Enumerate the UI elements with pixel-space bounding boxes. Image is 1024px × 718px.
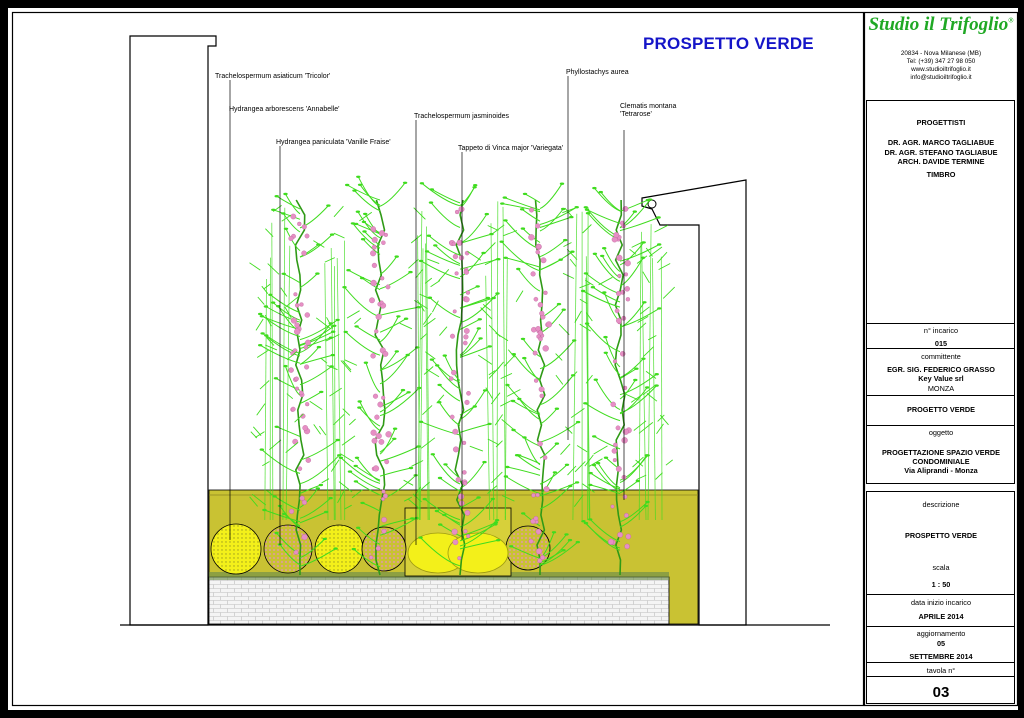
data-inizio-label: data inizio incarico [910, 598, 972, 607]
bamboo-plants [249, 201, 676, 521]
oggetto-block: PROGETTAZIONE SPAZIO VERDE CONDOMINIALE … [867, 448, 1015, 475]
designer-1: DR. AGR. MARCO TAGLIABUE [887, 138, 995, 147]
progetto-label: PROGETTO VERDE [907, 405, 975, 414]
brick-planter [208, 576, 670, 625]
studio-email: info@studioiltrifoglio.it [910, 74, 972, 81]
title-block-grid [866, 100, 1015, 704]
plant-label-vinca: Tappeto di Vinca major 'Variegata' [458, 145, 564, 152]
committente-company: Key Value srl [918, 374, 964, 383]
studio-web: www.studioiltrifoglio.it [911, 66, 971, 73]
bamboo-clump [399, 207, 450, 521]
aggiornamento-day: 05 [936, 639, 946, 648]
studio-address-block: 20834 - Nova Milanese (MB) Tel: (+39) 34… [865, 50, 1017, 82]
bamboo-clump [467, 201, 524, 521]
tavola-value: 03 [932, 684, 950, 701]
bamboo-clump [624, 224, 676, 521]
scala-value: 1 : 50 [931, 580, 951, 589]
bamboo-clump [309, 205, 373, 521]
title-block-frame [863, 11, 1019, 707]
progettisti-label: PROGETTISTI [916, 118, 966, 127]
registered-mark: ® [1008, 16, 1014, 25]
committente-city: MONZA [927, 384, 955, 393]
shrubs [210, 523, 551, 575]
aggiornamento-label: aggiornamento [916, 629, 966, 638]
designer-2: DR. AGR. STEFANO TAGLIABUE [884, 147, 998, 157]
incarico-label: n° incarico [923, 326, 959, 335]
tavola-label: tavola n° [926, 666, 956, 675]
oggetto-line-1: PROGETTAZIONE SPAZIO VERDE [881, 448, 1001, 457]
plant-label-trachelospermum-asiaticum: Trachelospermum asiaticum 'Tricolor' [215, 73, 331, 80]
studio-address: 20834 - Nova Milanese (MB) [900, 50, 982, 57]
committente-name: EGR. SIG. FEDERICO GRASSO [887, 365, 995, 374]
incarico-value: 015 [934, 339, 948, 348]
aggiornamento-value: SETTEMBRE 2014 [909, 652, 973, 661]
descrizione-value: PROSPETTO VERDE [904, 531, 978, 540]
bamboo-clump [555, 207, 613, 521]
descrizione-label: descrizione [922, 500, 960, 509]
studio-phone: Tel: (+39) 347 27 98 050 [906, 58, 976, 65]
timbro-label: TIMBRO [926, 170, 956, 179]
oggetto-line-2: CONDOMINIALE [912, 457, 970, 466]
designers-list: DR. AGR. MARCO TAGLIABUE DR. AGR. STEFAN… [867, 138, 1015, 167]
climbing-plants [258, 175, 662, 576]
climbing-plant [338, 175, 422, 576]
studio-name: Studio il Trifoglio [868, 14, 1009, 35]
studio-logo-clover: Studio il Trifoglio® [865, 14, 1017, 36]
plant-label-hydrangea-vanille: Hydrangea paniculata 'Vanille Fraise' [276, 139, 391, 146]
bamboo-clump [249, 205, 304, 521]
plant-label-hydrangea-annabelle: Hydrangea arborescens 'Annabelle' [229, 106, 340, 113]
oggetto-line-3: Via Aliprandi - Monza [904, 466, 978, 475]
scala-label: scala [932, 563, 950, 572]
left-wall [129, 35, 217, 626]
page-title: PROSPETTO VERDE [643, 34, 814, 53]
climbing-plant [499, 182, 581, 576]
leader-lines [229, 76, 625, 545]
oggetto-label: oggetto [928, 428, 954, 437]
drawing-frame [11, 11, 865, 707]
committente-label: committente [921, 352, 961, 361]
plant-label-trachelospermum-jasminoides: Trachelospermum jasminoides [414, 113, 510, 120]
yellow-hydrangeas [407, 532, 509, 574]
designer-3: ARCH. DAVIDE TERMINE [897, 157, 985, 166]
plant-label-phyllostachys: Phyllostachys aurea [566, 69, 629, 76]
climbing-plant [258, 192, 342, 576]
data-inizio-value: APRILE 2014 [918, 612, 964, 621]
plant-label-clematis: Clematis montana 'Tetrarose' [620, 103, 677, 118]
right-wall [641, 179, 747, 626]
